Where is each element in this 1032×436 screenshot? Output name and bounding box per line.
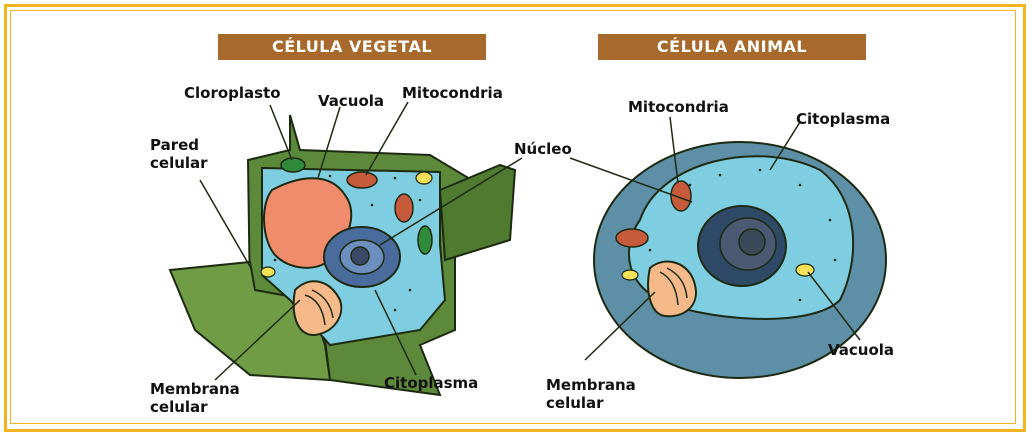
label-mitocondria-animal: Mitocondria xyxy=(628,98,729,116)
label-pared-celular: Pared celular xyxy=(150,136,208,172)
label-vacuola-animal: Vacuola xyxy=(828,341,894,359)
label-citoplasma-animal: Citoplasma xyxy=(796,110,890,128)
label-nucleo: Núcleo xyxy=(514,140,572,158)
label-membrana-vegetal: Membrana celular xyxy=(150,380,240,416)
label-vacuola-vegetal: Vacuola xyxy=(318,92,384,110)
plant-cell xyxy=(170,115,515,395)
label-membrana-animal: Membrana celular xyxy=(546,376,636,412)
plant-nucleolus xyxy=(351,247,369,265)
animal-nucleolus xyxy=(739,229,765,255)
plant-chloroplast xyxy=(281,158,305,172)
label-citoplasma-vegetal: Citoplasma xyxy=(384,374,478,392)
plant-mitochondrion xyxy=(347,172,377,188)
animal-vacuole xyxy=(796,264,814,276)
label-mitocondria-vegetal: Mitocondria xyxy=(402,84,503,102)
label-cloroplasto: Cloroplasto xyxy=(184,84,281,102)
